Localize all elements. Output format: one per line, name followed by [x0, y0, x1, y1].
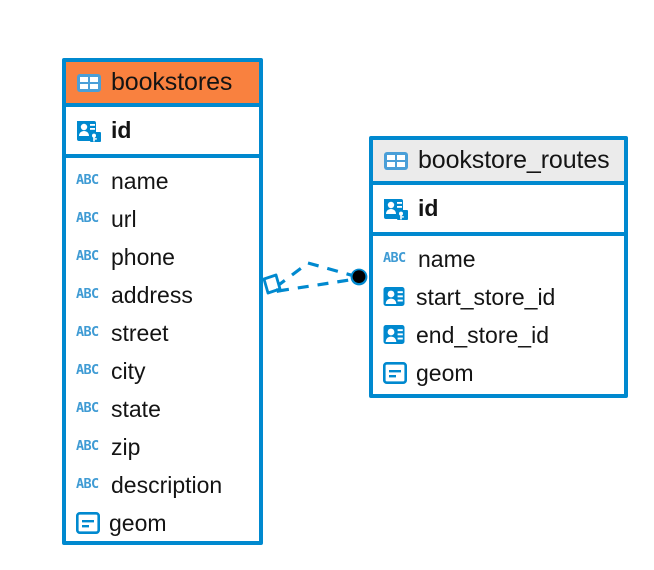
- abc-string-icon: ABC: [76, 400, 99, 417]
- filled-circle-marker: [350, 268, 368, 286]
- entity-table-bookstores[interactable]: bookstores id: [62, 58, 263, 545]
- field-row-url[interactable]: ABC url: [66, 200, 259, 238]
- field-row-id[interactable]: id: [66, 107, 259, 154]
- field-label-description: description: [111, 471, 223, 498]
- field-row-city[interactable]: ABC city: [66, 352, 259, 390]
- abc-string-icon: ABC: [76, 210, 99, 227]
- abc-string-icon: ABC: [76, 172, 99, 189]
- field-row-start-store-id[interactable]: start_store_id: [373, 278, 624, 316]
- geometry-icon: [76, 512, 100, 534]
- primary-key-block-bookstore-routes: id: [373, 185, 624, 236]
- field-label-id: id: [418, 195, 439, 221]
- table-grid-icon: [76, 73, 102, 93]
- field-label-state: state: [111, 395, 161, 422]
- field-label-street: street: [111, 319, 169, 346]
- entity-header-bookstore-routes[interactable]: bookstore_routes: [373, 140, 624, 185]
- diamond-marker: [262, 273, 282, 295]
- field-row-end-store-id[interactable]: end_store_id: [373, 316, 624, 354]
- field-list-bookstores: ABC name ABC url ABC phone ABC: [66, 158, 259, 548]
- entity-header-bookstores[interactable]: bookstores: [66, 62, 259, 107]
- abc-string-icon: ABC: [76, 362, 99, 379]
- field-label-zip: zip: [111, 433, 141, 460]
- field-label-name: name: [418, 245, 476, 272]
- field-label-phone: phone: [111, 243, 175, 270]
- relationship-line-lower: [277, 277, 357, 293]
- field-row-name[interactable]: ABC name: [373, 240, 624, 278]
- foreign-key-icon: [383, 324, 407, 346]
- relationship-connector[interactable]: [250, 235, 380, 315]
- field-row-geom[interactable]: geom: [66, 504, 259, 542]
- abc-string-icon: ABC: [76, 476, 99, 493]
- field-label-name: name: [111, 167, 169, 194]
- abc-string-icon: ABC: [383, 250, 406, 267]
- abc-string-icon: ABC: [76, 324, 99, 341]
- field-label-url: url: [111, 205, 137, 232]
- field-row-street[interactable]: ABC street: [66, 314, 259, 352]
- geometry-icon: [383, 362, 407, 384]
- primary-key-icon: [76, 119, 102, 143]
- field-label-city: city: [111, 357, 146, 384]
- primary-key-block-bookstores: id: [66, 107, 259, 158]
- field-label-address: address: [111, 281, 193, 308]
- field-row-address[interactable]: ABC address: [66, 276, 259, 314]
- field-row-geom[interactable]: geom: [373, 354, 624, 392]
- field-row-state[interactable]: ABC state: [66, 390, 259, 428]
- field-row-phone[interactable]: ABC phone: [66, 238, 259, 276]
- field-label-start-store-id: start_store_id: [416, 283, 556, 310]
- field-label-id: id: [111, 117, 132, 143]
- field-list-bookstore-routes: ABC name start_store_id: [373, 236, 624, 398]
- entity-table-bookstore-routes[interactable]: bookstore_routes: [369, 136, 628, 398]
- field-row-zip[interactable]: ABC zip: [66, 428, 259, 466]
- entity-title-bookstores: bookstores: [111, 68, 233, 96]
- abc-string-icon: ABC: [76, 248, 99, 265]
- primary-key-icon: [383, 197, 409, 221]
- field-row-id[interactable]: id: [373, 185, 624, 232]
- table-grid-icon: [383, 151, 409, 171]
- relationship-line-upper: [275, 261, 359, 289]
- abc-string-icon: ABC: [76, 286, 99, 303]
- field-label-geom: geom: [416, 359, 474, 386]
- entity-title-bookstore-routes: bookstore_routes: [418, 146, 610, 174]
- foreign-key-icon: [383, 286, 407, 308]
- field-label-end-store-id: end_store_id: [416, 321, 549, 348]
- field-row-name[interactable]: ABC name: [66, 162, 259, 200]
- field-label-geom: geom: [109, 509, 167, 536]
- field-row-description[interactable]: ABC description: [66, 466, 259, 504]
- abc-string-icon: ABC: [76, 438, 99, 455]
